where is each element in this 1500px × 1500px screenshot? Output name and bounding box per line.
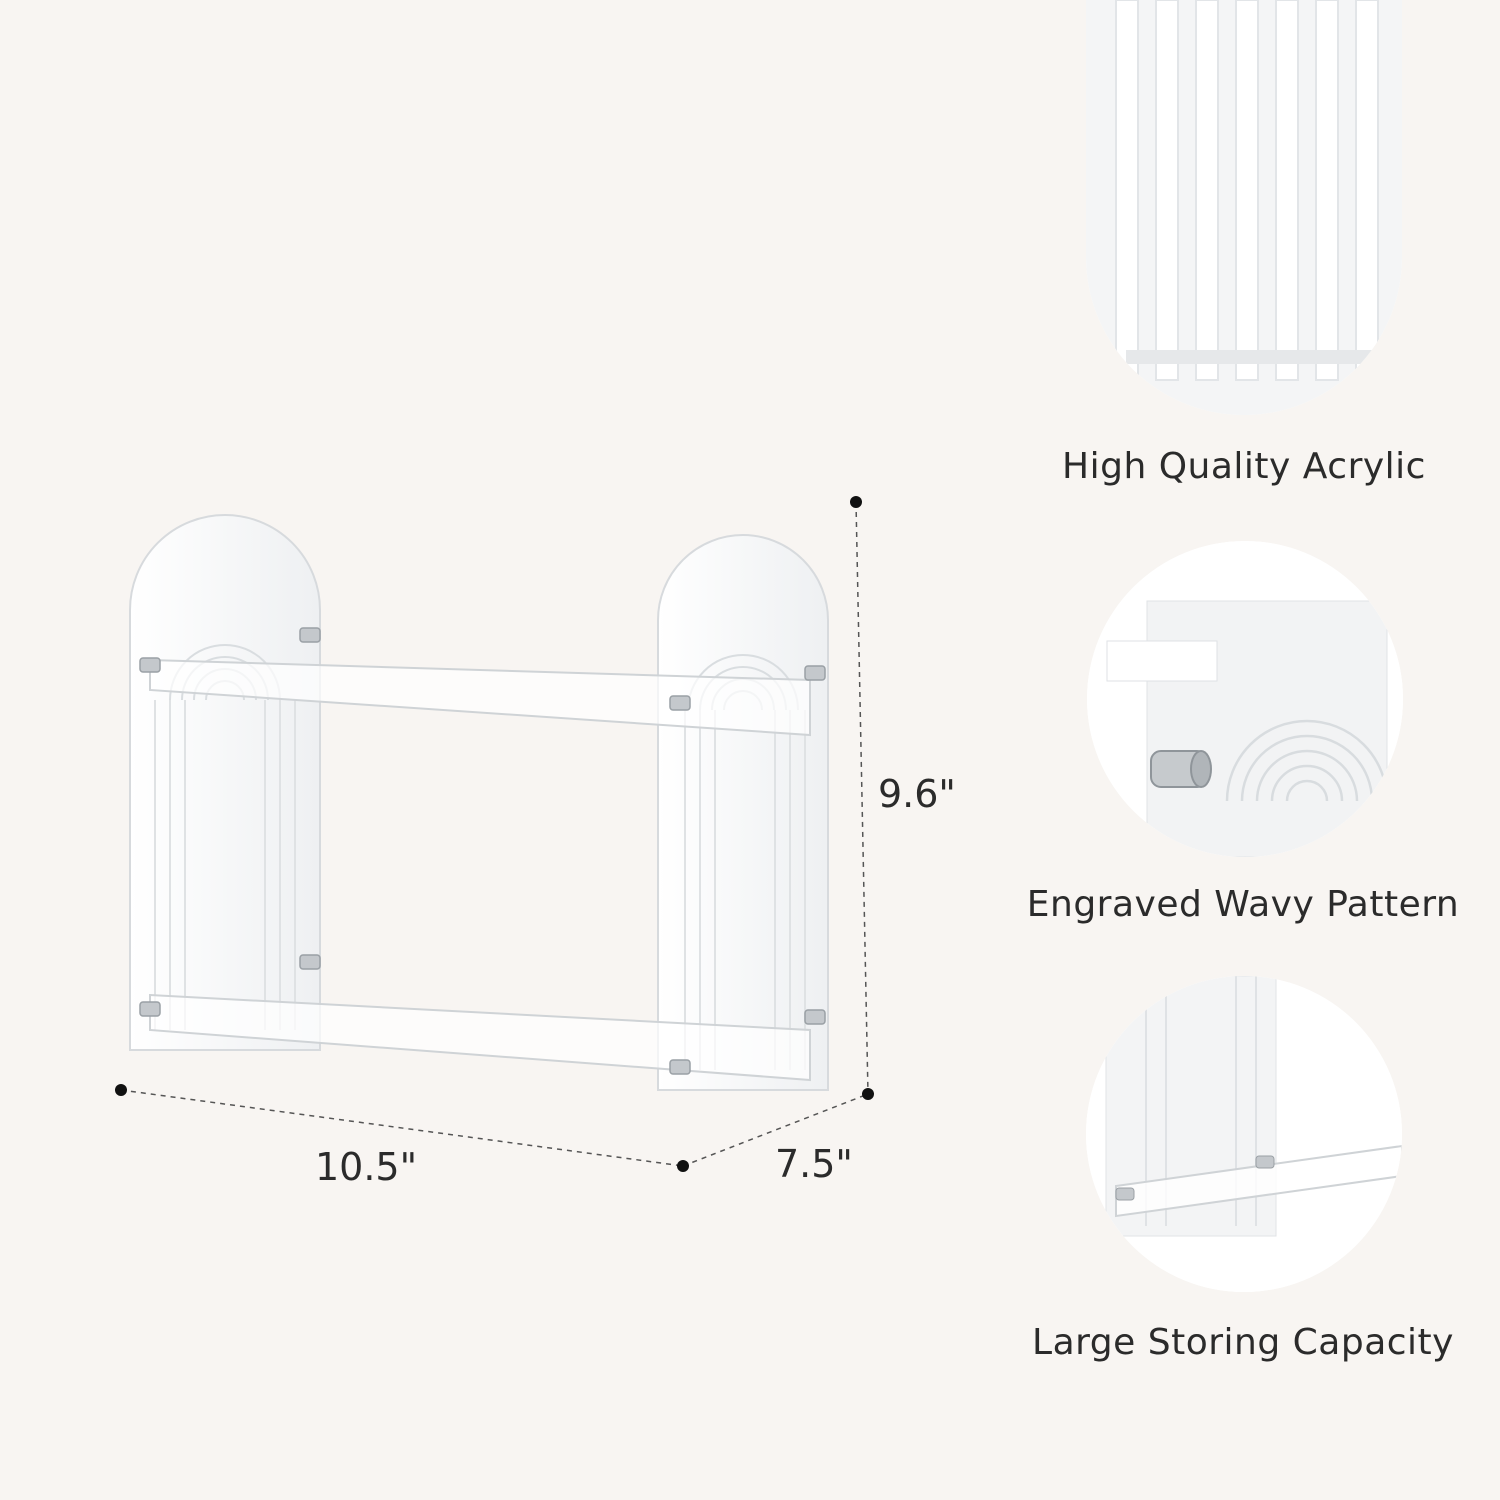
width-label: 10.5"	[315, 1145, 418, 1189]
feature-image-capacity	[1086, 976, 1402, 1292]
feature-image-pattern	[1087, 541, 1403, 857]
dimension-dot	[850, 496, 862, 508]
feature-label-capacity: Large Storing Capacity	[1032, 1322, 1454, 1363]
dimension-dot	[115, 1084, 127, 1096]
depth-label: 7.5"	[775, 1142, 853, 1186]
width-dimension-line	[120, 1089, 684, 1167]
height-label: 9.6"	[878, 772, 956, 816]
dimension-dot	[677, 1160, 689, 1172]
upper-shelf	[149, 658, 811, 737]
feature-label-acrylic: High Quality Acrylic	[1062, 446, 1426, 487]
dimension-dot	[862, 1088, 874, 1100]
feature-image-acrylic	[1086, 0, 1402, 415]
depth-dimension-line	[682, 1093, 869, 1167]
lower-shelf	[149, 993, 811, 1082]
feature-label-pattern: Engraved Wavy Pattern	[1026, 884, 1460, 925]
left-arch-panel	[129, 514, 321, 1051]
acrylic-shelf-illustration	[129, 514, 829, 1091]
height-dimension-line	[855, 501, 869, 1095]
